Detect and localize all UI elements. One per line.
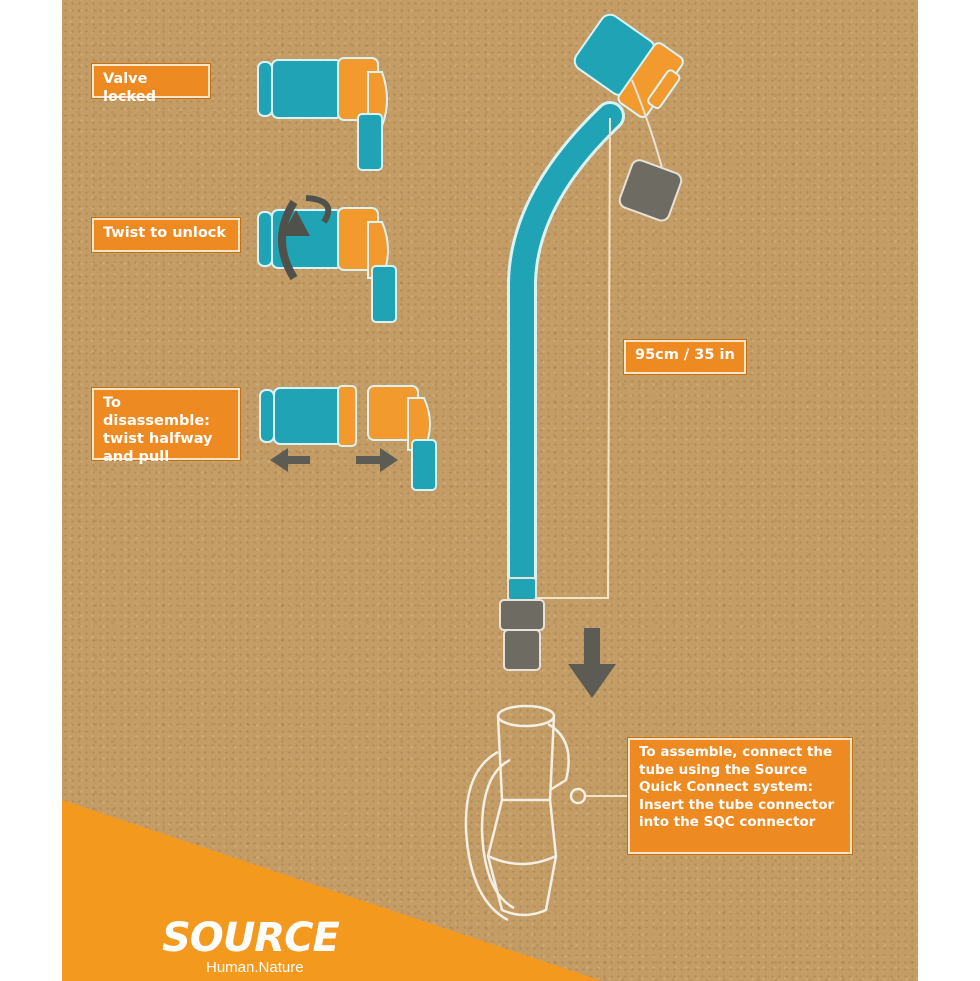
valve-cap-icon [618,159,683,222]
rotate-arrow-icon [278,195,332,281]
orange-corner-band [62,800,602,981]
pull-right-arrow-icon [356,448,398,472]
pull-left-arrow-icon [270,448,310,472]
valve-locked-icon [257,57,388,171]
length-bracket [536,117,611,599]
disassemble-label: To disassemble: twist halfway and pull [92,388,240,465]
sqc-connector-icon [464,704,587,922]
brand-name: SOURCE [162,915,340,961]
cap-lanyard [631,79,663,169]
tube-outline [507,101,625,617]
drink-tube [510,104,622,612]
tube-connector-icon [499,577,545,671]
diagram-illustration [62,13,684,981]
tube-length-label: 95cm / 35 in [624,340,746,374]
brand-tagline: Human.Nature [206,959,304,976]
bite-valve-icon [573,13,684,118]
twist-to-unlock-label: Twist to unlock [92,218,240,252]
disassemble-icon [259,385,437,491]
instruction-board: Valve locked Twist to unlock To disassem… [62,0,918,981]
twist-unlock-icon [257,207,397,323]
down-arrow-icon [568,628,616,698]
source-logo: SOURCE Human.Nature [162,915,340,976]
assemble-instructions-label: To assemble, connect the tube using the … [628,738,852,854]
valve-locked-label: Valve locked [92,64,210,105]
